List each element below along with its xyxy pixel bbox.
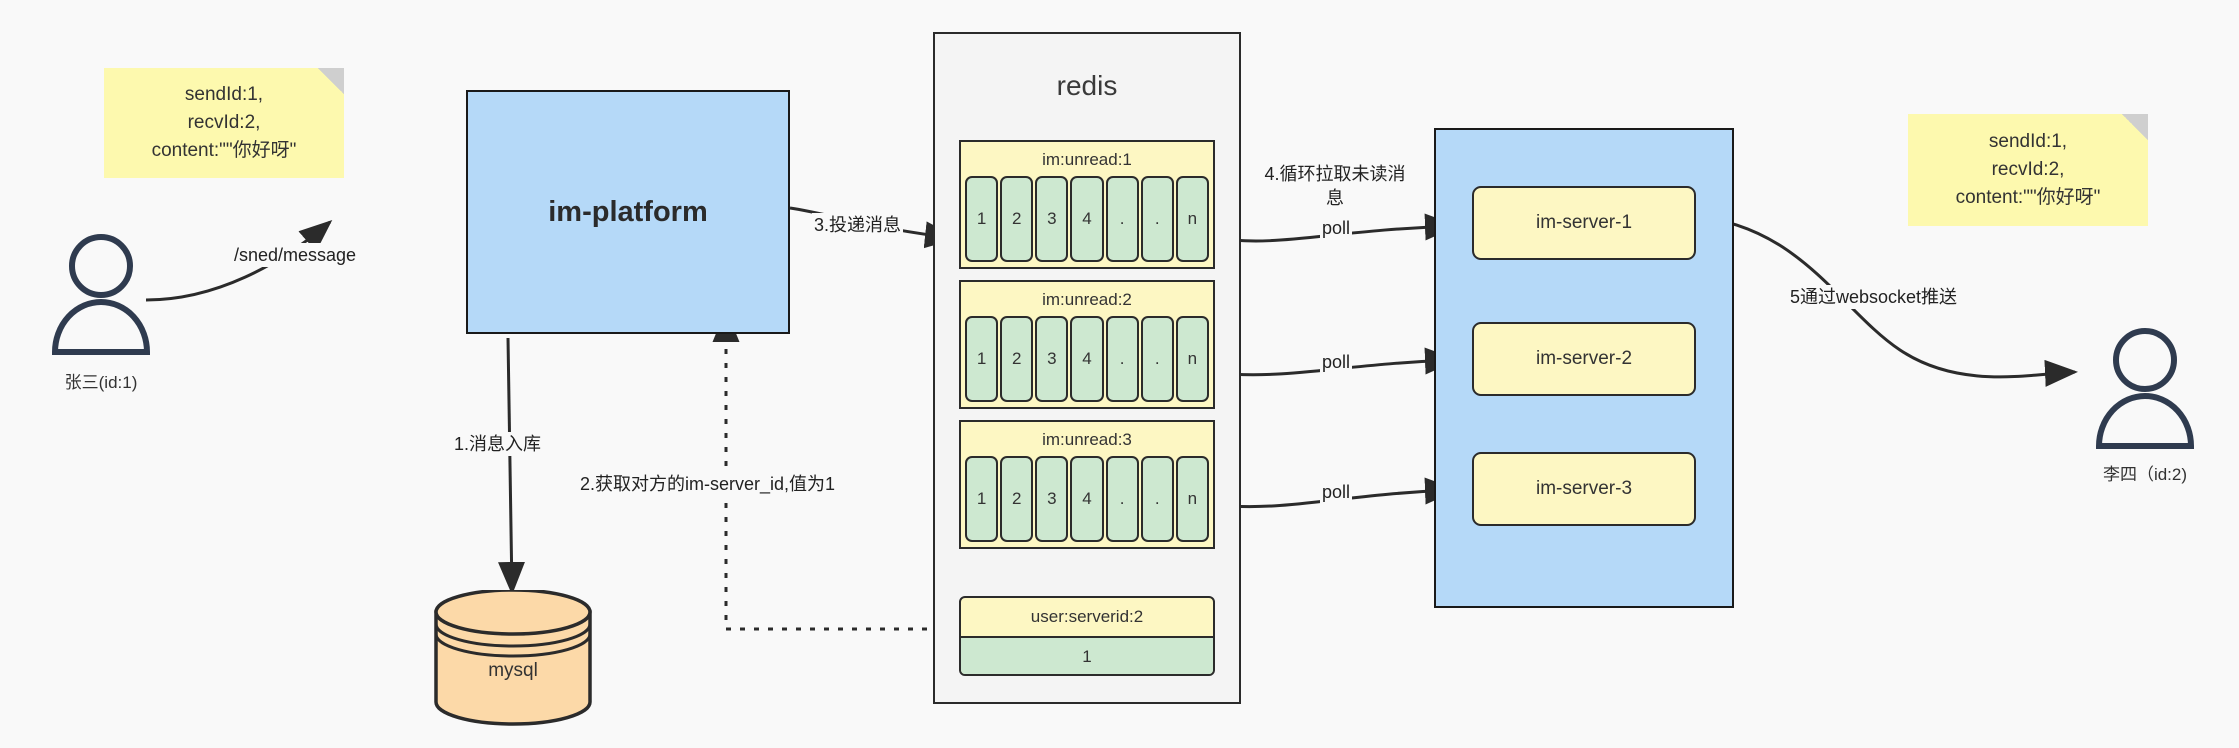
edge-label-poll-2: poll: [1320, 350, 1353, 374]
user-icon: [2095, 328, 2195, 449]
node-im-server-3[interactable]: im-server-3: [1472, 452, 1696, 526]
queue-cell: n: [1175, 316, 1209, 402]
queue-cell: .: [1140, 456, 1174, 542]
queue-cell: 1: [965, 316, 999, 402]
queue-cell: 4: [1070, 316, 1104, 402]
node-im-platform-label: im-platform: [548, 195, 708, 228]
node-im-server-1[interactable]: im-server-1: [1472, 186, 1696, 260]
queue-cell: 3: [1035, 176, 1069, 262]
actor-receiver-label: 李四（id:2): [2102, 465, 2188, 484]
note-sender-payload: sendId:1, recvId:2, content:""你好呀": [104, 68, 344, 178]
note-fold-corner: [2122, 114, 2148, 140]
edge-label-step4: 4.循环拉取未读消 息: [1258, 162, 1412, 210]
redis-key-im-unread-2[interactable]: im:unread:2 1 2 3 4 . . n: [959, 280, 1215, 409]
queue-cell: .: [1140, 316, 1174, 402]
note-receiver-payload: sendId:1, recvId:2, content:""你好呀": [1908, 114, 2148, 226]
queue-cell: 3: [1035, 456, 1069, 542]
queue-cell: .: [1105, 316, 1139, 402]
queue-cell: n: [1175, 456, 1209, 542]
actor-sender: [36, 228, 166, 358]
actor-sender-label: 张三(id:1): [64, 373, 138, 392]
note-fold-corner: [318, 68, 344, 94]
redis-key-im-unread-1[interactable]: im:unread:1 1 2 3 4 . . n: [959, 140, 1215, 269]
redis-key-im-unread-3-label: im:unread:3: [1042, 430, 1132, 449]
edge-send-message: [145, 220, 333, 302]
queue-cell: 2: [1000, 176, 1034, 262]
queue-cell: 1: [965, 456, 999, 542]
queue-cell: 3: [1035, 316, 1069, 402]
queue-cell: 4: [1070, 456, 1104, 542]
edge-persist-message: [498, 337, 526, 595]
container-redis-label: redis: [1056, 70, 1118, 101]
edge-label-step5: 5通过websocket推送: [1788, 285, 1960, 309]
queue-cell: 2: [1000, 316, 1034, 402]
queue-cell: 1: [965, 176, 999, 262]
redis-key-im-unread-2-cells: 1 2 3 4 . . n: [961, 316, 1213, 406]
edge-label-step3: 3.投递消息: [812, 213, 904, 237]
edge-get-server-id: [712, 309, 955, 631]
edge-label-step1: 1.消息入库: [452, 432, 544, 456]
queue-cell: .: [1105, 176, 1139, 262]
note-sender-payload-text: sendId:1, recvId:2, content:""你好呀": [151, 84, 297, 161]
edge-label-poll-3: poll: [1320, 480, 1353, 504]
node-im-server-1-label: im-server-1: [1535, 212, 1633, 233]
actor-receiver: [2080, 322, 2210, 452]
queue-cell: .: [1140, 176, 1174, 262]
user-icon: [51, 234, 151, 355]
database-cylinder-icon: [434, 588, 592, 726]
queue-cell: n: [1175, 176, 1209, 262]
redis-key-im-unread-1-label: im:unread:1: [1042, 150, 1132, 169]
redis-key-im-unread-2-label: im:unread:2: [1042, 290, 1132, 309]
node-mysql[interactable]: [428, 588, 598, 726]
queue-cell: 4: [1070, 176, 1104, 262]
edge-label-send-message: /sned/message: [232, 243, 359, 267]
note-receiver-payload-text: sendId:1, recvId:2, content:""你好呀": [1955, 131, 2101, 208]
redis-key-im-unread-3-cells: 1 2 3 4 . . n: [961, 456, 1213, 546]
redis-key-user-serverid-value: 1: [961, 638, 1213, 674]
node-im-server-2-label: im-server-2: [1535, 348, 1633, 369]
node-im-server-2[interactable]: im-server-2: [1472, 322, 1696, 396]
redis-key-user-serverid-label: user:serverid:2: [961, 598, 1213, 638]
node-im-platform[interactable]: im-platform: [466, 90, 790, 334]
redis-key-user-serverid[interactable]: user:serverid:2 1: [959, 596, 1215, 676]
queue-cell: 2: [1000, 456, 1034, 542]
edge-label-poll-1: poll: [1320, 216, 1353, 240]
edge-label-step2: 2.获取对方的im-server_id,值为1: [578, 472, 838, 496]
redis-key-im-unread-3[interactable]: im:unread:3 1 2 3 4 . . n: [959, 420, 1215, 549]
queue-cell: .: [1105, 456, 1139, 542]
node-im-server-3-label: im-server-3: [1535, 478, 1633, 499]
edge-websocket-push: [1689, 214, 2078, 387]
node-mysql-label: mysql: [488, 660, 538, 681]
redis-key-im-unread-1-cells: 1 2 3 4 . . n: [961, 176, 1213, 266]
